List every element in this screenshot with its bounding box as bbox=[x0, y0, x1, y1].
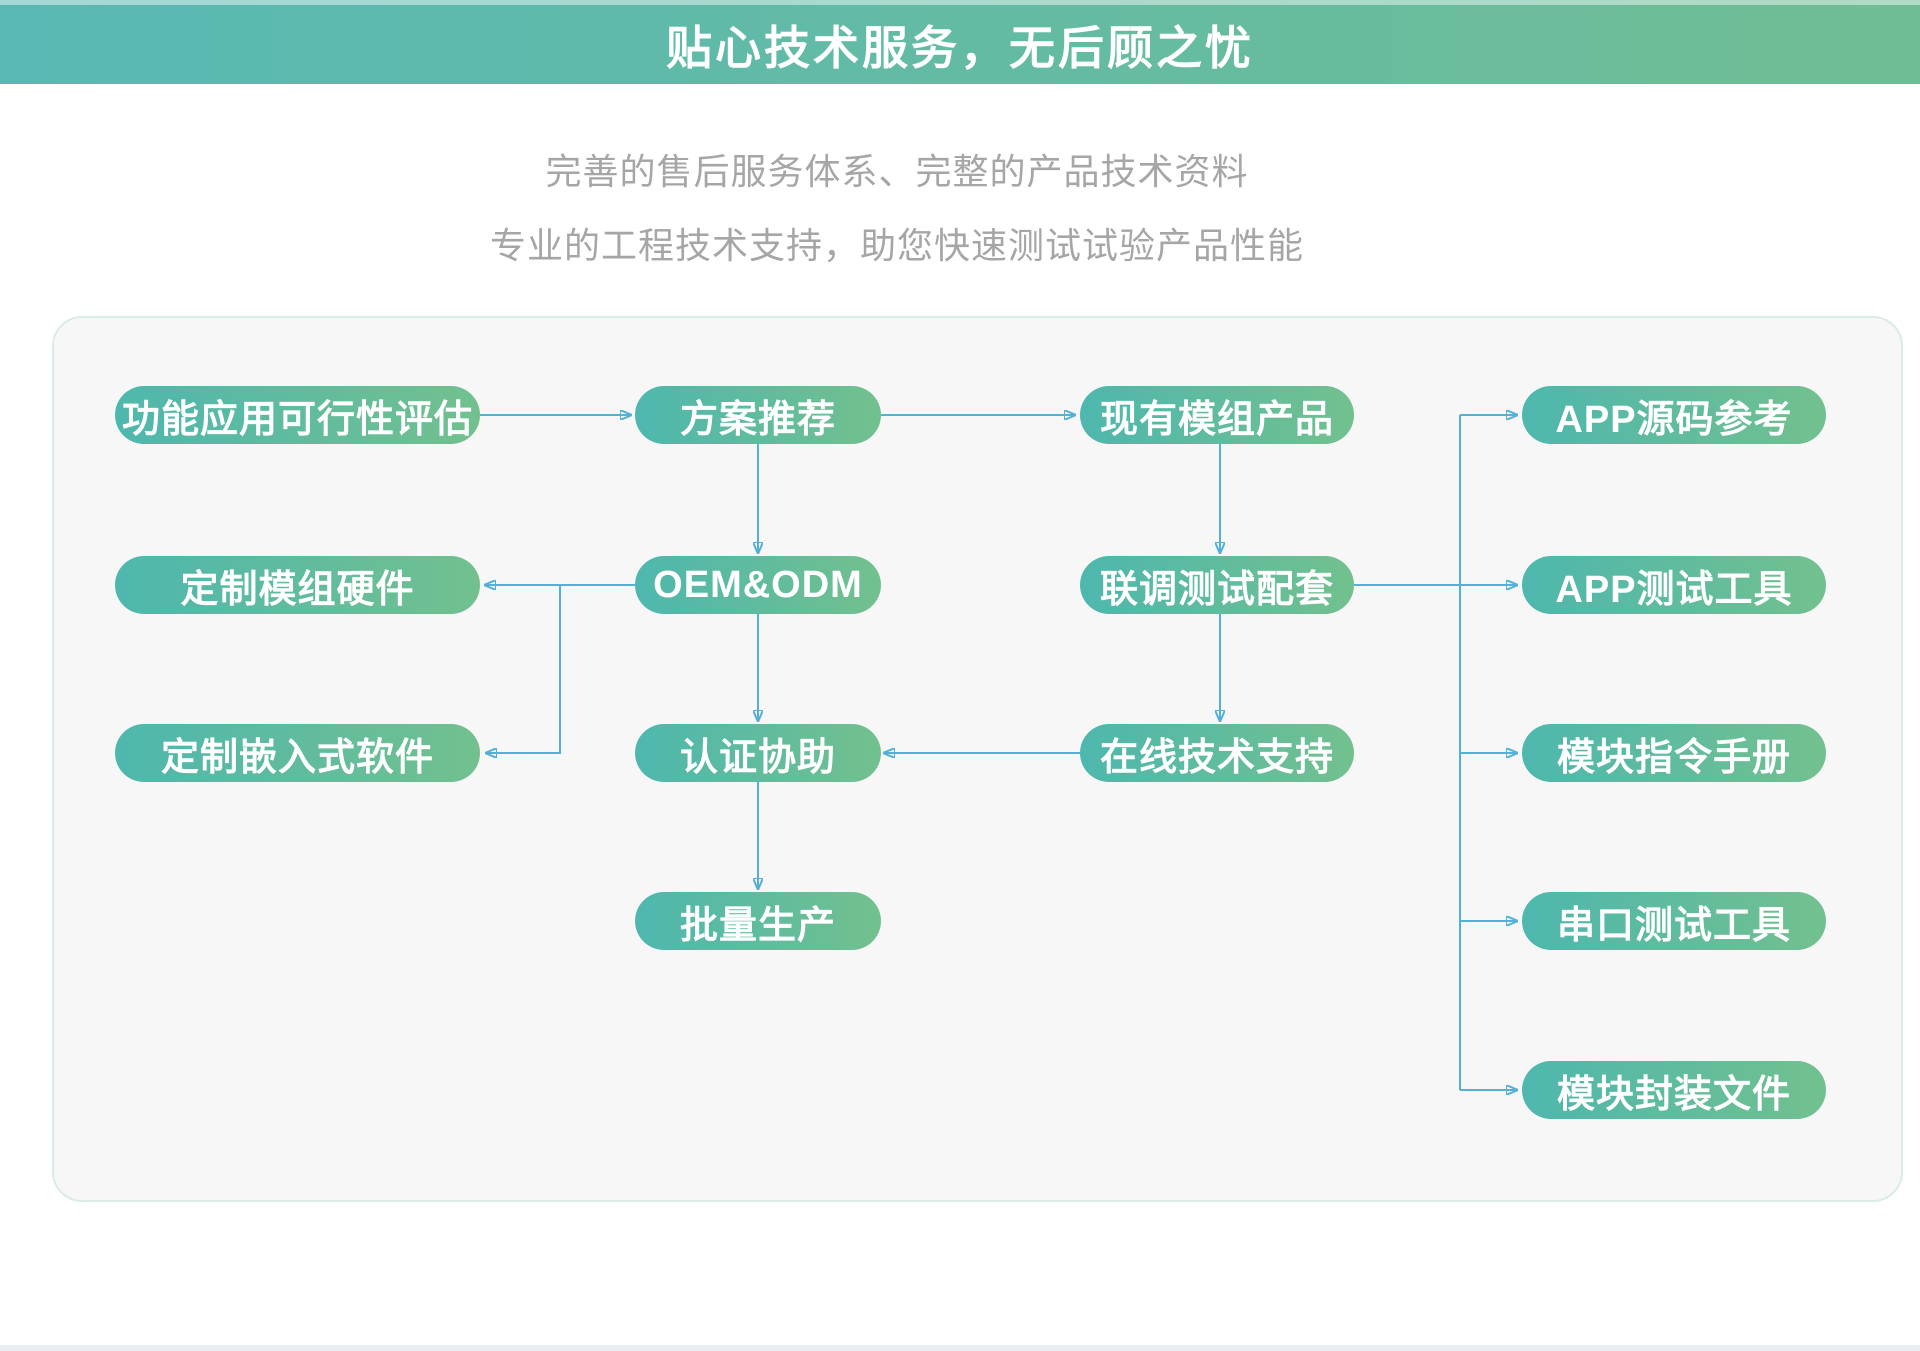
node-module-manual: 模块指令手册 bbox=[1522, 724, 1826, 782]
node-mass-production: 批量生产 bbox=[635, 892, 881, 950]
node-online-support: 在线技术支持 bbox=[1080, 724, 1354, 782]
section-header-banner: 贴心技术服务，无后顾之忧 bbox=[0, 0, 1920, 84]
node-existing-modules: 现有模组产品 bbox=[1080, 386, 1354, 444]
intro-line-2: 专业的工程技术支持，助您快速测试试验产品性能 bbox=[489, 225, 1304, 266]
node-joint-test: 联调测试配套 bbox=[1080, 556, 1354, 614]
node-serial-tool: 串口测试工具 bbox=[1522, 892, 1826, 950]
section-title: 贴心技术服务，无后顾之忧 bbox=[666, 21, 1254, 74]
node-custom-embedded: 定制嵌入式软件 bbox=[115, 724, 480, 782]
node-module-package: 模块封装文件 bbox=[1522, 1061, 1826, 1119]
node-oem-odm: OEM&ODM bbox=[635, 556, 881, 614]
node-app-source: APP源码参考 bbox=[1522, 386, 1826, 444]
next-section-edge bbox=[0, 1345, 1920, 1351]
banner-top-highlight bbox=[0, 0, 1920, 5]
node-custom-hardware: 定制模组硬件 bbox=[115, 556, 480, 614]
node-certification: 认证协助 bbox=[635, 724, 881, 782]
intro-line-1: 完善的售后服务体系、完整的产品技术资料 bbox=[545, 151, 1249, 192]
node-solution: 方案推荐 bbox=[635, 386, 881, 444]
node-app-tool: APP测试工具 bbox=[1522, 556, 1826, 614]
node-feasibility: 功能应用可行性评估 bbox=[115, 386, 480, 444]
